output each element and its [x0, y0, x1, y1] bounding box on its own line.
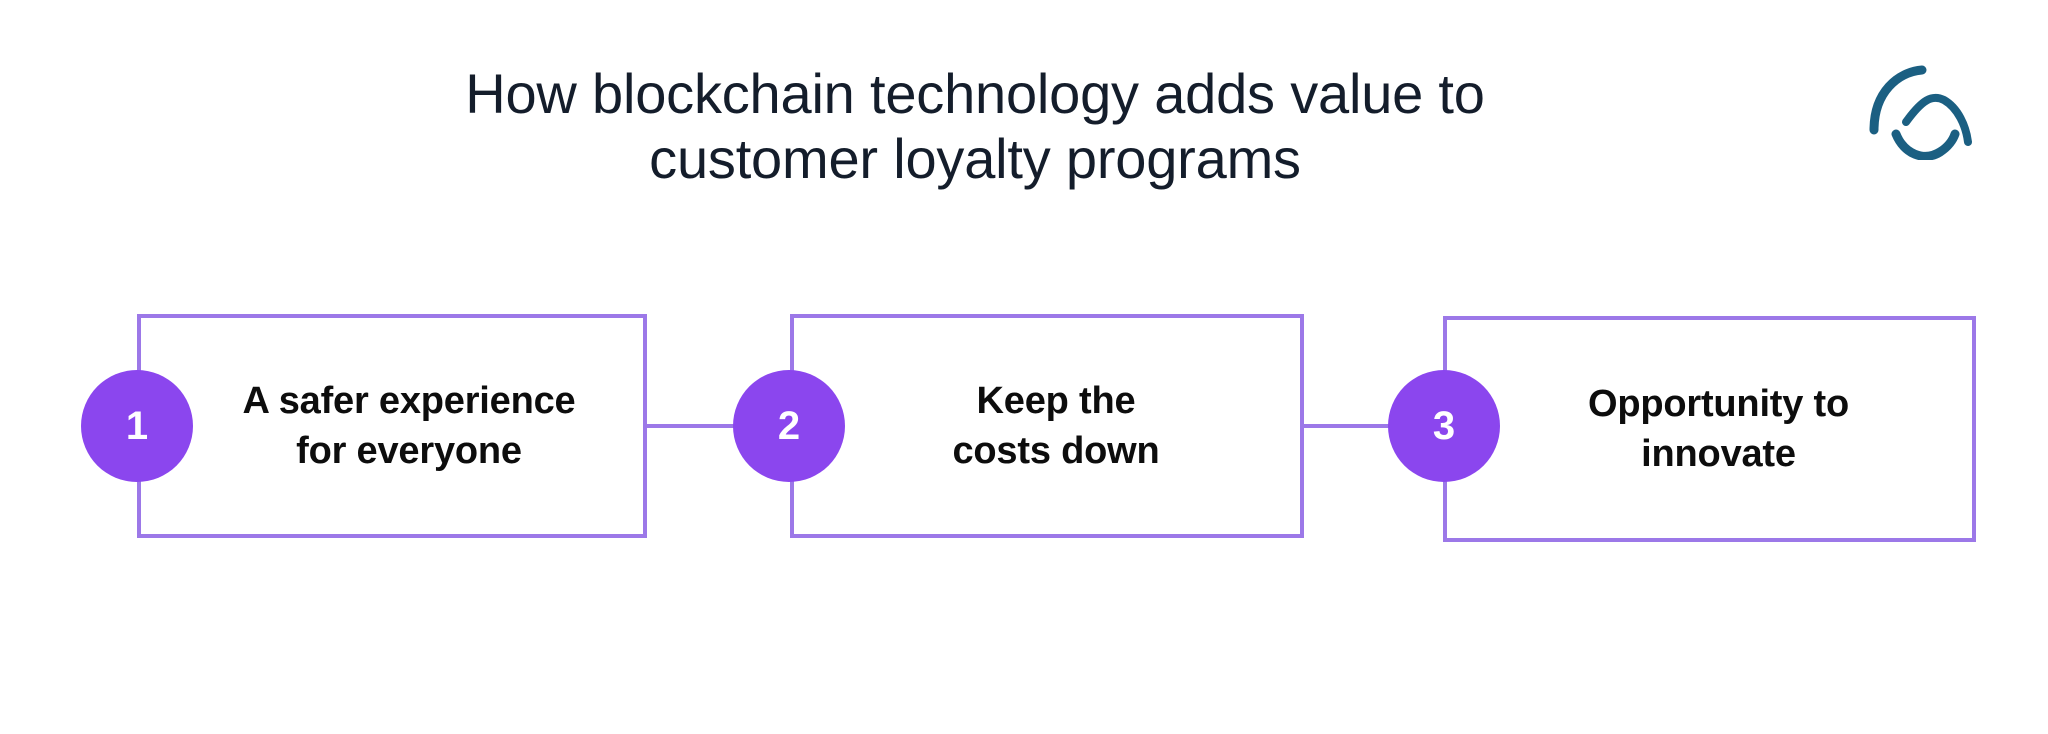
- brand-logo: [1866, 56, 1990, 161]
- step-number-badge-2[interactable]: 2: [733, 370, 845, 482]
- connector-step-1-to-2: [645, 424, 755, 428]
- connector-step-2-to-3: [1302, 424, 1412, 428]
- step-number-badge-3[interactable]: 3: [1388, 370, 1500, 482]
- step-card-1-label: A safer experience for everyone: [242, 379, 576, 472]
- step-card-3-label: Opportunity to innovate: [1587, 382, 1850, 475]
- step-card-2-label: Keep the costs down: [952, 379, 1160, 472]
- step-card-3[interactable]: Opportunity to innovate: [1443, 316, 1976, 542]
- step-number-badge-1[interactable]: 1: [81, 370, 193, 482]
- page-title: How blockchain technology adds value to …: [465, 62, 1485, 190]
- step-card-1[interactable]: A safer experience for everyone: [137, 314, 647, 538]
- step-card-2[interactable]: Keep the costs down: [790, 314, 1304, 538]
